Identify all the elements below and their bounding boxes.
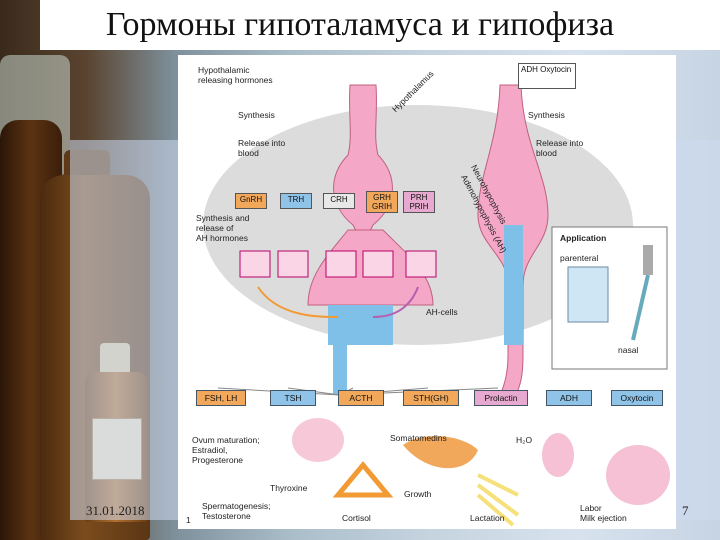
purple-arrow bbox=[372, 286, 419, 318]
effect-thyroxine: Thyroxine bbox=[270, 483, 308, 493]
synthesis-right: Synthesis bbox=[528, 110, 565, 120]
slide-title: Гормоны гипоталамуса и гипофиза bbox=[105, 6, 615, 43]
adh-oxytocin-box: ADH Oxytocin bbox=[518, 63, 576, 89]
effect-lactation: Lactation bbox=[470, 513, 505, 523]
releasing-box-crh: CRH bbox=[323, 193, 355, 209]
hormone-box-adh: ADH bbox=[546, 390, 592, 406]
breast-organ bbox=[476, 473, 520, 527]
releasing-box-gnrh: GnRH bbox=[235, 193, 267, 209]
hormone-box-prolactin: Prolactin bbox=[474, 390, 528, 406]
adrenal-organ bbox=[332, 461, 394, 498]
ah-cells-label: AH-cells bbox=[426, 307, 458, 317]
hormone-box-oxytocin: Oxytocin bbox=[611, 390, 663, 406]
neurohypophysis-blue bbox=[504, 225, 523, 345]
effect-spermatogenesis: Spermatogenesis; Testosterone bbox=[202, 501, 271, 521]
thyroid-organ bbox=[292, 418, 344, 462]
effect-cortisol: Cortisol bbox=[342, 513, 371, 523]
blue-vessels bbox=[328, 305, 393, 345]
synthesis-left: Synthesis bbox=[238, 110, 275, 120]
hormone-box-tsh: TSH bbox=[270, 390, 316, 406]
effect-labor: Labor Milk ejection bbox=[580, 503, 627, 523]
synthesis-release-label: Synthesis and release of AH hormones bbox=[196, 213, 250, 243]
releasing-box-prh: PRH PRIH bbox=[403, 191, 435, 213]
application-parenteral: parenteral bbox=[560, 253, 599, 263]
hypothalamic-label: Hypothalamic releasing hormones bbox=[198, 65, 273, 85]
diagram-drawing bbox=[203, 84, 670, 527]
effect-h2o: H₂O bbox=[516, 435, 533, 445]
slide-date: 31.01.2018 bbox=[86, 503, 145, 518]
release-left: Release into blood bbox=[238, 138, 286, 158]
effect-somatomedins: Somatomedins bbox=[390, 433, 447, 443]
blue-vessel-stem bbox=[333, 345, 347, 395]
dropper-tube bbox=[631, 274, 650, 341]
application-nasal: nasal bbox=[618, 345, 639, 355]
nasal-dropper bbox=[643, 245, 653, 275]
orange-arrow bbox=[257, 286, 339, 318]
application-title: Application bbox=[560, 233, 607, 243]
ah-cell-row bbox=[239, 250, 437, 278]
kidney-organ bbox=[542, 433, 574, 477]
release-right: Release into blood bbox=[536, 138, 584, 158]
uterus-organ bbox=[606, 445, 670, 505]
hormone-box-sth: STH(GH) bbox=[403, 390, 459, 406]
iv-bag bbox=[567, 266, 609, 323]
title-background bbox=[40, 0, 720, 50]
hormone-box-acth: ACTH bbox=[338, 390, 384, 406]
releasing-box-grh: GRH GRIH bbox=[366, 191, 398, 213]
effect-ovum: Ovum maturation; Estradiol, Progesterone bbox=[192, 435, 260, 465]
effect-growth: Growth bbox=[404, 489, 432, 499]
releasing-box-trh: TRH bbox=[280, 193, 312, 209]
slide-page-number: 7 bbox=[682, 503, 689, 518]
liver-organ bbox=[403, 435, 478, 469]
hormone-diagram: Hypothalamic releasing hormones ADH Oxyt… bbox=[178, 55, 676, 529]
hormone-box-fsh-lh: FSH, LH bbox=[196, 390, 246, 406]
figure-number: 1 bbox=[186, 515, 191, 525]
